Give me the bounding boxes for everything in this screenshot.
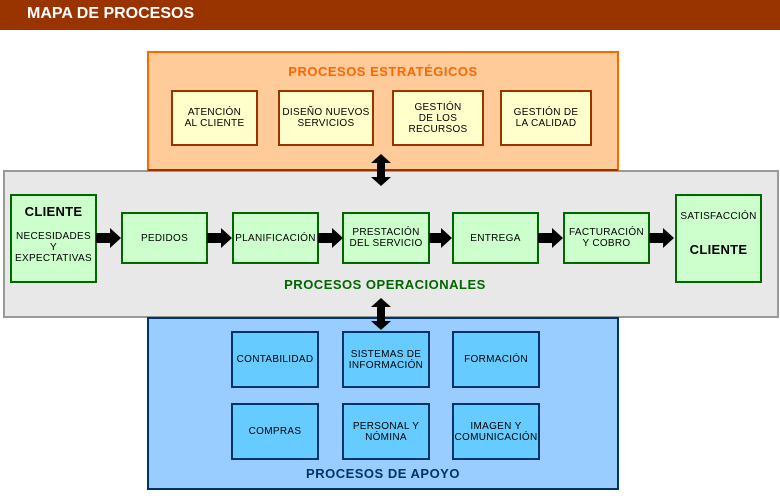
operational-processes-title: PROCESOS OPERACIONALES [284, 277, 486, 292]
flow-arrow-icon [207, 228, 232, 248]
box-line: CONTABILIDAD [236, 354, 314, 365]
client-title: CLIENTE [689, 242, 748, 257]
client-needs-line: Y [50, 242, 57, 253]
box-line: INFORMACIÓN [348, 359, 424, 371]
step-label: ENTREGA [470, 232, 521, 244]
strategic-processes-title: PROCESOS ESTRATÉGICOS [288, 64, 478, 79]
step-planificacion: PLANIFICACIÓN [232, 212, 319, 264]
client-needs-line: NECESIDADES [16, 231, 91, 242]
box-line: SISTEMAS DE [350, 348, 422, 360]
box-line: DISEÑO NUEVOS [282, 107, 370, 118]
box-line: GESTIÓN DE [513, 107, 579, 118]
box-line: COMPRAS [248, 426, 302, 437]
client-title: CLIENTE [24, 204, 83, 219]
step-label: PRESTACIÓN [352, 227, 420, 238]
step-label: Y COBRO [582, 238, 631, 249]
flow-arrow-icon [318, 228, 343, 248]
client-satisfaction-box: SATISFACCIÓN CLIENTE [675, 194, 762, 283]
box-line: FORMACIÓN [464, 354, 528, 365]
flow-arrow-icon [538, 228, 563, 248]
support-box-formacion: FORMACIÓN [452, 331, 540, 388]
step-label: DEL SERVICIO [349, 238, 423, 249]
flow-arrow-icon [96, 228, 121, 248]
box-line: SERVICIOS [297, 118, 355, 129]
support-processes-title: PROCESOS DE APOYO [306, 466, 460, 481]
support-box-contabilidad: CONTABILIDAD [231, 331, 319, 388]
box-line: ATENCIÓN [187, 107, 242, 118]
double-arrow-vertical-icon [371, 298, 391, 330]
flow-arrow-icon [429, 228, 452, 248]
box-line: GESTIÓN [414, 101, 462, 113]
box-line: RECURSOS [408, 123, 468, 135]
box-line: COMUNICACIÓN [454, 431, 538, 443]
box-line: PERSONAL Y [352, 420, 420, 432]
double-arrow-vertical-icon [371, 154, 391, 186]
step-label: FACTURACIÓN [569, 227, 644, 238]
support-box-compras: COMPRAS [231, 403, 319, 460]
step-label: PEDIDOS [140, 232, 189, 244]
page-title: MAPA DE PROCESOS [27, 5, 195, 22]
box-line: AL CLIENTE [184, 118, 245, 129]
box-line: LA CALIDAD [515, 118, 577, 129]
client-needs-box: CLIENTE NECESIDADES Y EXPECTATIVAS [10, 194, 97, 283]
client-needs-line: EXPECTATIVAS [15, 253, 92, 264]
step-label: PLANIFICACIÓN [235, 232, 316, 244]
flow-arrow-icon [649, 228, 674, 248]
box-line: NÓMINA [365, 431, 407, 443]
step-pedidos: PEDIDOS [121, 212, 208, 264]
header-bar: MAPA DE PROCESOS [0, 0, 780, 30]
client-satisfaction-label: SATISFACCIÓN [680, 211, 757, 222]
step-entrega: ENTREGA [452, 212, 539, 264]
box-line: IMAGEN Y [470, 420, 522, 432]
box-line: DE LOS [418, 112, 458, 124]
